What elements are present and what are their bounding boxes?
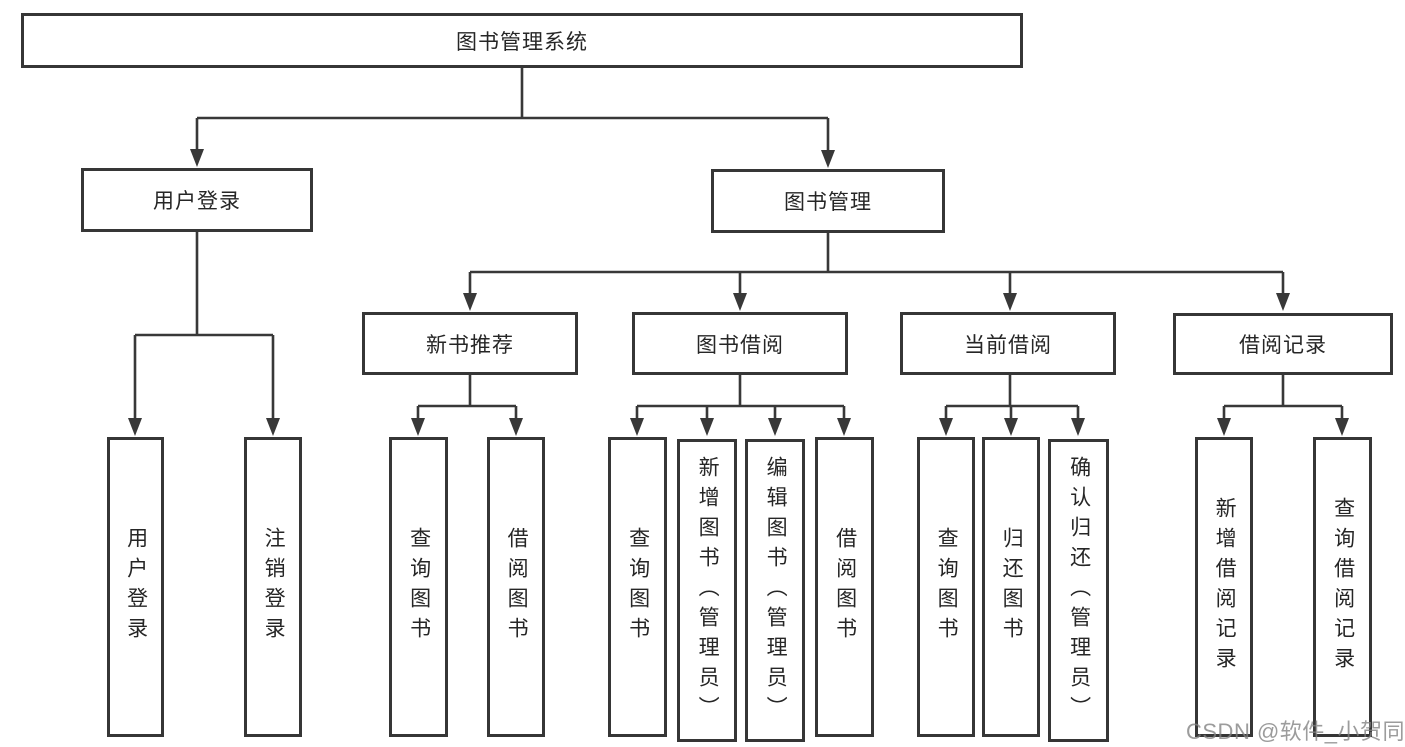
- connector-current-borrow-children: [944, 375, 1080, 422]
- leaf-label: 归还图书: [1000, 527, 1024, 647]
- leaf-label: 注销登录: [262, 527, 286, 647]
- leaf-current-query-books: 查询图书: [917, 437, 975, 737]
- node-user-login: 用户登录: [81, 168, 313, 232]
- leaf-current-confirm-return-admin: 确认归还（管理员）: [1048, 439, 1109, 742]
- leaf-label: 新增借阅记录: [1213, 497, 1237, 677]
- csdn-watermark: CSDN @软件_小贺同学: [1186, 719, 1405, 744]
- leaf-label: 用户登录: [124, 527, 148, 647]
- leaf-current-return-books: 归还图书: [982, 437, 1040, 737]
- leaf-borrowing-add-books-admin: 新增图书（管理员）: [677, 439, 737, 742]
- node-current-borrowing: 当前借阅: [900, 312, 1116, 375]
- leaf-borrowing-borrow-books: 借阅图书: [815, 437, 874, 737]
- leaf-label: 借阅图书: [505, 527, 529, 647]
- node-label: 图书借阅: [696, 333, 784, 357]
- node-borrow-records: 借阅记录: [1173, 313, 1393, 375]
- node-library-management-system: 图书管理系统: [21, 13, 1023, 68]
- leaf-label: 查询图书: [935, 527, 959, 647]
- node-label: 当前借阅: [964, 333, 1052, 357]
- leaf-records-query-record: 查询借阅记录: [1313, 437, 1372, 737]
- leaf-records-add-record: 新增借阅记录: [1195, 437, 1253, 737]
- leaf-borrowing-query-books: 查询图书: [608, 437, 667, 737]
- connector-book-borrow-children: [635, 375, 846, 422]
- leaf-newrec-query-books: 查询图书: [389, 437, 448, 737]
- leaf-label: 借阅图书: [833, 527, 857, 647]
- node-label: 图书管理系统: [456, 30, 588, 54]
- node-label: 借阅记录: [1239, 334, 1327, 357]
- leaf-logout: 注销登录: [244, 437, 302, 737]
- leaf-borrowing-edit-books-admin: 编辑图书（管理员）: [745, 439, 805, 742]
- leaf-label: 查询图书: [407, 527, 431, 647]
- leaf-label: 查询图书: [626, 527, 650, 647]
- leaf-newrec-borrow-books: 借阅图书: [487, 437, 545, 737]
- leaf-label: 新增图书（管理员）: [696, 455, 720, 726]
- connector-root-to-level2: [195, 68, 830, 154]
- arrowheads-user-login-children: [128, 418, 280, 436]
- node-label: 新书推荐: [426, 333, 514, 357]
- connector-book-mgmt-to-level3: [468, 233, 1285, 297]
- node-label: 用户登录: [153, 190, 241, 213]
- leaf-label: 确认归还（管理员）: [1067, 455, 1091, 726]
- node-book-management: 图书管理: [711, 169, 945, 233]
- connector-new-book-rec-children: [416, 375, 518, 422]
- connector-borrow-records-children: [1222, 375, 1344, 422]
- arrowheads-level2: [190, 149, 835, 168]
- node-new-book-recommend: 新书推荐: [362, 312, 578, 375]
- leaf-label: 编辑图书（管理员）: [764, 455, 788, 726]
- node-book-borrowing: 图书借阅: [632, 312, 848, 375]
- node-label: 图书管理: [784, 191, 872, 214]
- arrowheads-level3: [463, 293, 1290, 311]
- arrowheads-leaf-row: [411, 418, 1349, 436]
- leaf-user-login: 用户登录: [107, 437, 164, 737]
- connector-user-login-children: [133, 232, 275, 422]
- leaf-label: 查询借阅记录: [1331, 497, 1355, 677]
